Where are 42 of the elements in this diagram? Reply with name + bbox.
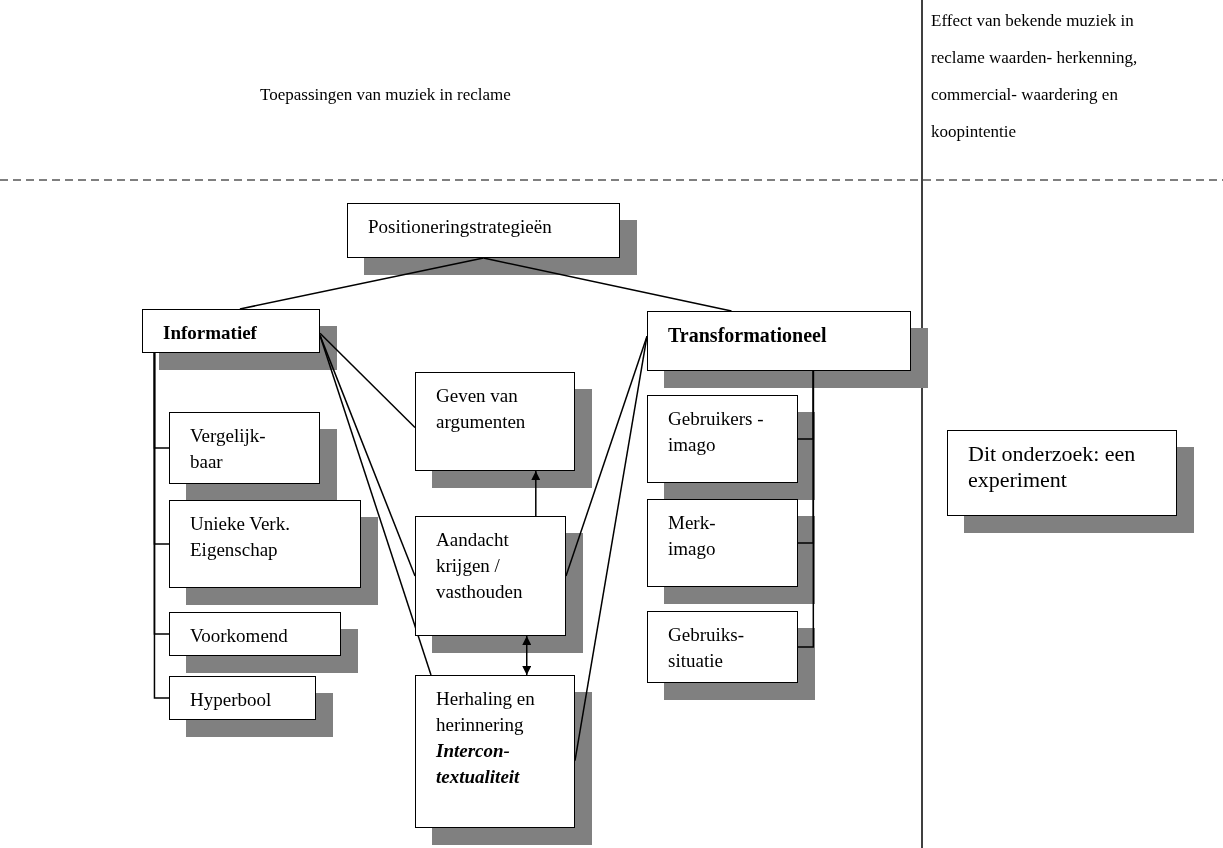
concept-box bbox=[647, 395, 798, 483]
connector-line bbox=[482, 257, 733, 312]
box-text: Aandacht krijgen / vasthouden bbox=[436, 528, 524, 604]
connector-line bbox=[319, 334, 416, 577]
arrow bbox=[522, 635, 532, 676]
column-heading: Toepassingen van muziek in reclame bbox=[260, 84, 511, 106]
box-text: Positioneringstrategieën bbox=[368, 215, 553, 239]
concept-box bbox=[647, 611, 798, 683]
box-text: Transformationeel bbox=[668, 323, 828, 348]
connector-line bbox=[239, 257, 485, 310]
concept-box bbox=[169, 612, 341, 656]
box-text: Herhaling en herinnering bbox=[436, 687, 536, 737]
concept-box bbox=[142, 309, 320, 353]
concept-box bbox=[415, 372, 575, 471]
concept-box bbox=[947, 430, 1177, 516]
box-text: Gebruiks- situatie bbox=[668, 623, 745, 673]
box-text: Voorkomend bbox=[190, 624, 289, 648]
box-text: Hyperbool bbox=[190, 688, 273, 712]
concept-box bbox=[347, 203, 620, 258]
concept-box bbox=[647, 499, 798, 587]
box-text: Informatief bbox=[163, 321, 258, 345]
box-text: Unieke Verk. Eigenschap bbox=[190, 512, 291, 562]
concept-box bbox=[415, 516, 566, 636]
box-text: Gebruikers -imago bbox=[668, 407, 765, 457]
connector-line bbox=[797, 370, 815, 648]
concept-box bbox=[169, 676, 316, 720]
box-text: Dit onderzoek: een experiment bbox=[968, 441, 1137, 493]
arrow bbox=[531, 470, 541, 517]
connector-line bbox=[153, 352, 170, 699]
connector-line bbox=[319, 334, 432, 676]
box-text: Merk- imago bbox=[668, 511, 717, 561]
concept-box bbox=[647, 311, 911, 371]
concept-box bbox=[415, 675, 575, 828]
box-text: Vergelijk- baar bbox=[190, 424, 267, 474]
concept-box bbox=[169, 500, 361, 588]
connector-line bbox=[565, 335, 648, 577]
column-heading: Effect van bekende muziek in reclame waarden- herkenning, commercial- waardering en koopintentie bbox=[931, 10, 1139, 143]
concept-box bbox=[169, 412, 320, 484]
connector-line bbox=[319, 332, 416, 429]
box-text: Intercon- textualiteit bbox=[436, 739, 521, 789]
box-text: Geven van argumenten bbox=[436, 384, 527, 434]
connector-line bbox=[574, 335, 648, 762]
